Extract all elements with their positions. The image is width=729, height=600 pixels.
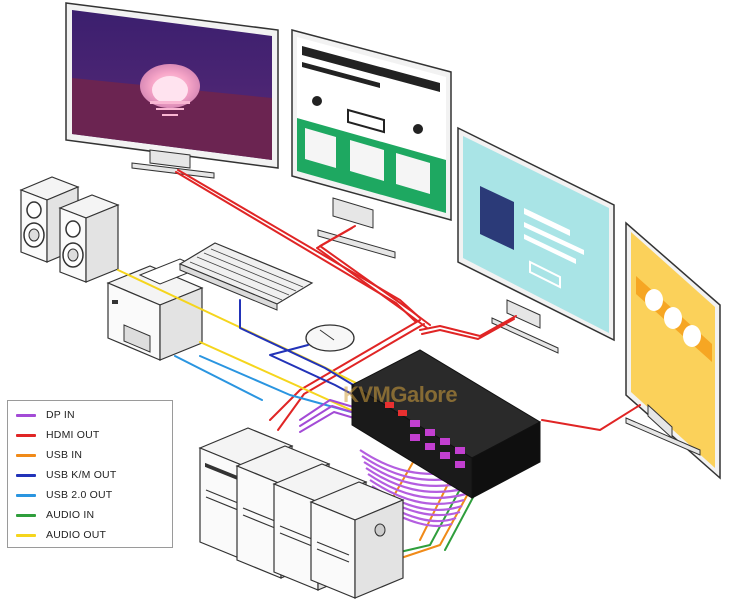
legend-label: USB IN (46, 449, 83, 461)
legend-swatch (16, 533, 36, 537)
monitor-yellow-dots (625, 221, 721, 480)
cable-hdmi-monitor-3b (421, 318, 515, 340)
monitor-webpage-green (291, 29, 452, 259)
legend-item-audio-out: AUDIO OUT (16, 526, 106, 544)
legend-item-usb2-out: USB 2.0 OUT (16, 486, 112, 504)
cable-hdmi-computers (269, 319, 421, 421)
legend-swatch (16, 493, 36, 497)
legend-swatch (16, 473, 36, 477)
legend-label: AUDIO OUT (46, 529, 107, 541)
legend-swatch (16, 413, 36, 417)
monitor-sunset (65, 2, 279, 179)
cable-usb-in-3 (394, 489, 471, 561)
mouse (305, 324, 355, 352)
kvm-switch (350, 349, 542, 499)
cable-usb2-printer-b (174, 355, 263, 401)
legend-item-dp-in: DP IN (16, 406, 75, 424)
cable-hdmi-monitor-3 (419, 315, 517, 337)
keyboard (178, 242, 314, 311)
watermark: KVMGalore (343, 382, 458, 407)
monitor-webpage-cyan (457, 126, 615, 354)
legend-item-usb-km-out: USB K/M OUT (16, 466, 116, 484)
legend-label: DP IN (46, 409, 75, 421)
legend-label: USB K/M OUT (46, 469, 117, 481)
legend-label: HDMI OUT (46, 429, 100, 441)
legend-item-usb-in: USB IN (16, 446, 82, 464)
legend-swatch (16, 513, 36, 517)
legend-swatch (16, 433, 36, 437)
legend: DP IN HDMI OUT USB IN USB K/M OUT USB 2.… (7, 400, 173, 548)
legend-label: USB 2.0 OUT (46, 489, 113, 501)
legend-label: AUDIO IN (46, 509, 95, 521)
cable-hdmi-monitor-2b (316, 227, 428, 329)
legend-item-audio-in: AUDIO IN (16, 506, 94, 524)
computer-4 (309, 481, 405, 599)
legend-swatch (16, 453, 36, 457)
legend-item-hdmi-out: HDMI OUT (16, 426, 100, 444)
cable-hdmi-computers-b (277, 323, 425, 431)
speakers (19, 176, 120, 283)
cable-hdmi-monitor-4 (541, 404, 641, 431)
printer (106, 258, 204, 361)
